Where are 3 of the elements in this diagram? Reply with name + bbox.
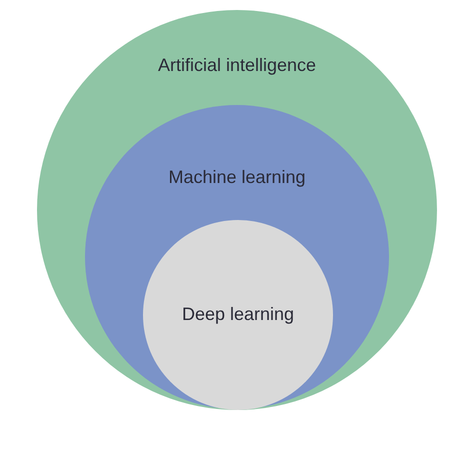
region-label: Artificial intelligence	[158, 55, 316, 76]
region-label: Machine learning	[168, 167, 306, 188]
region-label: Deep learning	[182, 304, 294, 325]
